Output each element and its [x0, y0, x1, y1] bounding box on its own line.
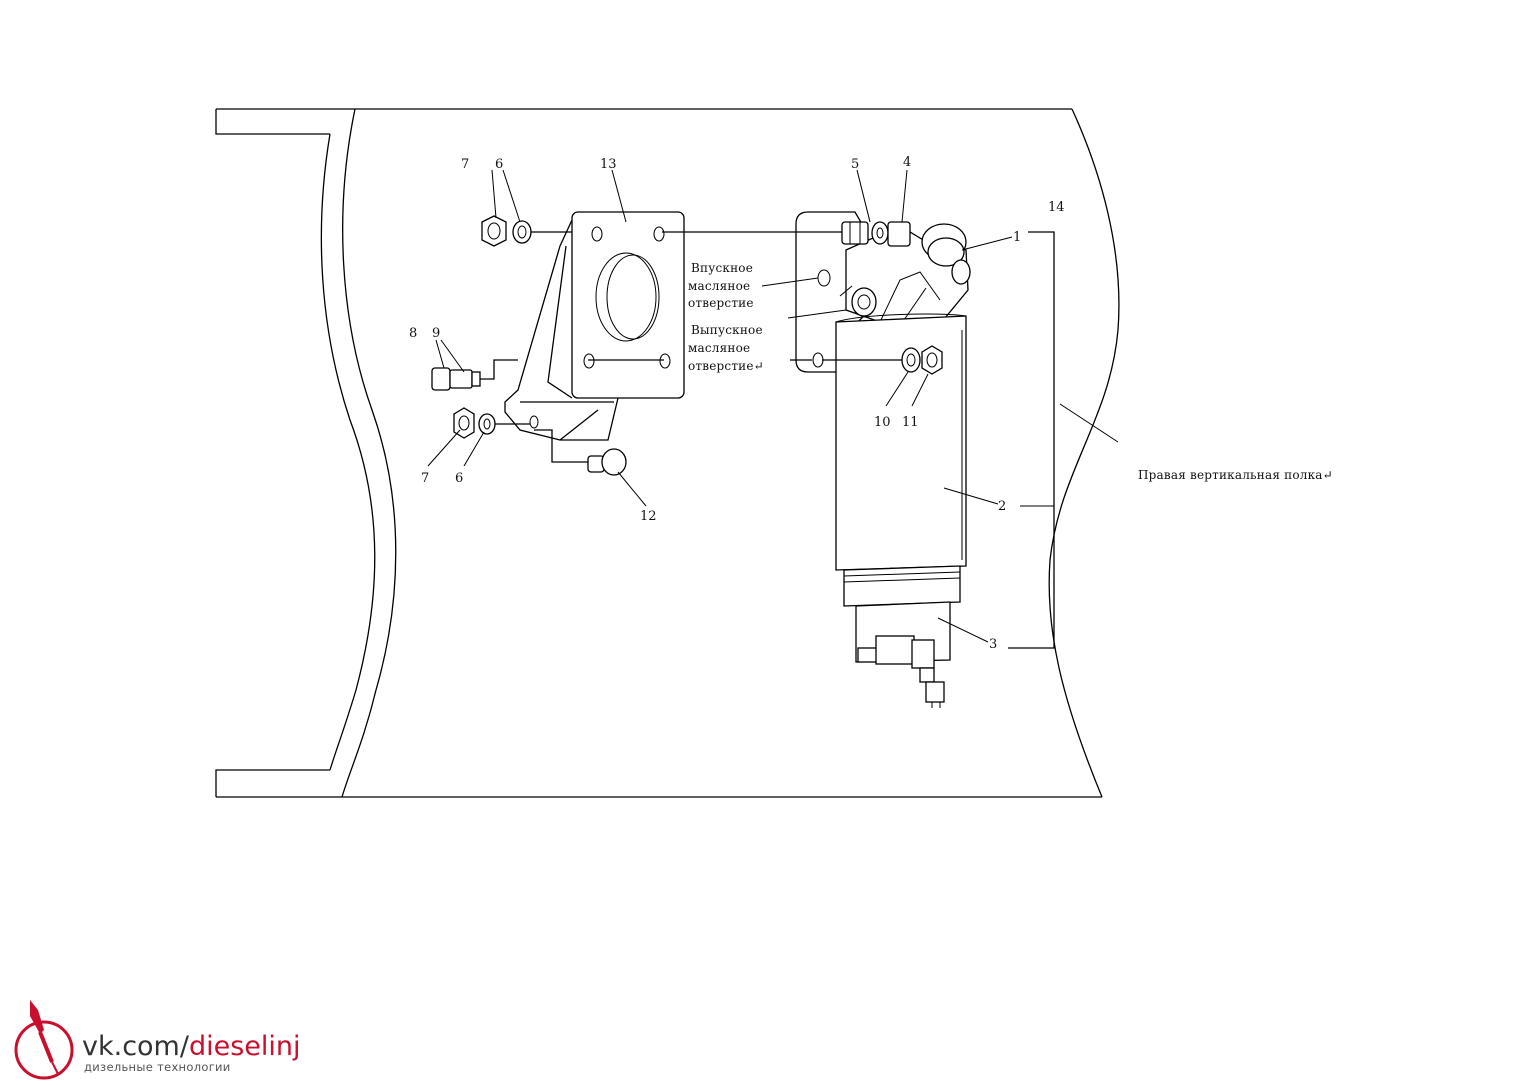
washer-6-upper: [512, 220, 532, 244]
inlet-note: Впускное масляное отверстие: [688, 261, 754, 310]
frame-note: Правая вертикальная полка↵: [1138, 468, 1333, 482]
callout-6-lower: 6: [455, 471, 463, 486]
bolt-5: [841, 221, 869, 245]
callout-1: 1: [1013, 230, 1021, 245]
watermark-url-accent: dieselinj: [189, 1031, 301, 1062]
callout-8: 8: [409, 326, 417, 341]
callout-5: 5: [851, 157, 859, 172]
outlet-note-line-2: масляное: [688, 341, 750, 355]
frame-rail: [215, 108, 1120, 798]
watermark-subtitle: дизельные технологии: [84, 1060, 231, 1074]
filter-bowl-2: [835, 313, 967, 571]
bolt-12: [587, 448, 627, 476]
washer-6-lower: [478, 413, 496, 435]
separator-bowl-3: [843, 565, 961, 708]
fitting-8-9: [431, 367, 481, 391]
washer-10: [901, 347, 921, 373]
callout-12: 12: [640, 509, 657, 524]
inlet-note-line-3: отверстие: [688, 296, 754, 310]
bracket-13: [504, 211, 685, 441]
callout-3: 3: [989, 637, 997, 652]
nut-11: [921, 345, 943, 375]
callout-6-upper: 6: [495, 157, 503, 172]
callout-14: 14: [1048, 200, 1065, 215]
callout-2: 2: [998, 499, 1006, 514]
callout-7-upper: 7: [461, 157, 469, 172]
inlet-note-line-1: Впускное: [691, 261, 753, 275]
outlet-note: Выпускное масляное отверстие↵: [688, 323, 764, 373]
callout-13: 13: [600, 157, 617, 172]
callout-labels: 1 2 3 4 5 6 6 7 7 8 9 10 11 12 13 14: [409, 155, 1065, 652]
axis-line-fitting: [480, 359, 518, 380]
callout-9: 9: [432, 326, 440, 341]
leader-lines: [427, 169, 1119, 649]
outlet-note-line-1: Выпускное: [691, 323, 763, 337]
axis-line-bolt-12: [534, 429, 588, 463]
washer-4: [871, 221, 911, 247]
callout-7-lower: 7: [421, 471, 429, 486]
callout-10: 10: [874, 415, 891, 430]
watermark-url-prefix: vk.com/: [82, 1031, 190, 1062]
nut-7-upper: [481, 215, 507, 247]
outlet-note-line-3: отверстие↵: [688, 359, 764, 373]
inlet-note-line-2: масляное: [688, 279, 750, 293]
callout-11: 11: [902, 415, 919, 430]
watermark-url: vk.com/dieselinj: [82, 1031, 301, 1062]
watermark: vk.com/dieselinj дизельные технологии: [14, 1000, 301, 1080]
injector-logo-icon: [14, 1000, 74, 1080]
callout-4: 4: [903, 155, 911, 170]
